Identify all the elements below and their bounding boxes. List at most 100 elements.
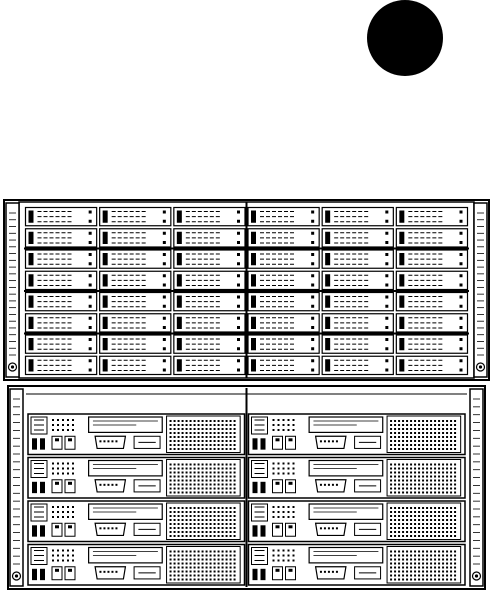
drive-latch xyxy=(251,253,256,265)
usb-port-icon xyxy=(261,482,266,493)
vga-port-icon xyxy=(316,523,346,535)
drive-bay xyxy=(174,208,245,226)
usb-port-icon xyxy=(253,438,258,449)
drive-latch xyxy=(177,296,182,308)
drive-latch xyxy=(325,338,330,350)
drive-bay xyxy=(396,271,467,289)
drive-latch xyxy=(103,253,108,265)
drive-led-icon xyxy=(237,211,240,214)
lan-port-icon xyxy=(286,436,296,449)
drive-latch xyxy=(103,317,108,329)
drive-led-icon xyxy=(385,220,388,223)
vga-port-icon xyxy=(95,567,125,579)
drive-bay xyxy=(396,229,467,247)
drive-led-icon xyxy=(237,338,240,341)
usb-port-icon xyxy=(32,438,37,449)
drive-led-icon xyxy=(89,211,92,214)
lan-port-icon xyxy=(273,480,283,493)
drive-bay xyxy=(248,208,319,226)
drive-latch xyxy=(399,359,404,371)
drive-led-icon xyxy=(237,232,240,235)
drive-led-icon xyxy=(311,241,314,244)
drive-latch xyxy=(177,232,182,244)
drive-led-icon xyxy=(163,241,166,244)
usb-port-icon xyxy=(32,525,37,536)
drive-latch xyxy=(325,232,330,244)
drive-latch xyxy=(399,232,404,244)
drive-bay xyxy=(396,250,467,268)
drive-latch xyxy=(325,274,330,286)
drive-latch xyxy=(399,253,404,265)
lan-port-icon xyxy=(52,436,62,449)
vga-port-icon xyxy=(316,567,346,579)
drive-bay xyxy=(100,208,171,226)
drive-led-icon xyxy=(89,262,92,265)
drive-latch xyxy=(177,211,182,223)
usb-port-icon xyxy=(32,569,37,580)
drive-bay xyxy=(26,250,97,268)
drive-led-icon xyxy=(460,296,463,299)
drive-led-icon xyxy=(385,274,388,277)
drive-led-icon xyxy=(311,326,314,329)
lan-port-icon xyxy=(52,567,62,580)
drive-led-icon xyxy=(385,284,388,287)
drive-led-icon xyxy=(460,369,463,372)
drive-bay xyxy=(174,271,245,289)
drive-bay xyxy=(26,208,97,226)
usb-port-icon xyxy=(261,525,266,536)
lan-port-icon xyxy=(65,567,75,580)
black-circle-marker xyxy=(367,0,443,76)
drive-bay xyxy=(396,208,467,226)
left-rack-handle xyxy=(10,389,23,586)
drive-led-icon xyxy=(460,232,463,235)
drive-latch xyxy=(177,253,182,265)
drive-bay xyxy=(26,271,97,289)
drive-led-icon xyxy=(311,253,314,256)
vga-port-icon xyxy=(316,436,346,448)
drive-led-icon xyxy=(163,232,166,235)
drive-led-icon xyxy=(163,274,166,277)
drive-bay xyxy=(322,356,393,374)
drive-led-icon xyxy=(89,305,92,308)
drive-led-icon xyxy=(311,305,314,308)
server-node xyxy=(249,414,466,455)
drive-latch xyxy=(103,232,108,244)
drive-bay xyxy=(248,314,319,332)
drive-led-icon xyxy=(311,317,314,320)
drive-led-icon xyxy=(89,347,92,350)
drive-led-icon xyxy=(89,220,92,223)
drive-led-icon xyxy=(385,338,388,341)
drive-led-icon xyxy=(237,253,240,256)
drive-latch xyxy=(177,338,182,350)
drive-led-icon xyxy=(163,253,166,256)
drive-led-icon xyxy=(163,220,166,223)
drive-led-icon xyxy=(237,241,240,244)
drive-led-icon xyxy=(237,317,240,320)
drive-led-icon xyxy=(237,274,240,277)
drive-led-icon xyxy=(460,220,463,223)
lan-port-icon xyxy=(286,523,296,536)
drive-latch xyxy=(251,274,256,286)
drive-led-icon xyxy=(163,262,166,265)
drive-bay xyxy=(174,356,245,374)
drive-led-icon xyxy=(163,326,166,329)
drive-latch xyxy=(399,296,404,308)
drive-led-icon xyxy=(460,253,463,256)
drive-bay xyxy=(248,293,319,311)
lan-port-icon xyxy=(273,436,283,449)
drive-bay xyxy=(322,314,393,332)
drive-led-icon xyxy=(385,211,388,214)
drive-bay xyxy=(322,335,393,353)
drive-bay xyxy=(100,335,171,353)
drive-led-icon xyxy=(163,369,166,372)
drive-bay xyxy=(396,335,467,353)
usb-port-icon xyxy=(40,482,45,493)
drive-led-icon xyxy=(385,232,388,235)
drive-led-icon xyxy=(460,359,463,362)
usb-port-icon xyxy=(261,438,266,449)
drive-led-icon xyxy=(163,284,166,287)
drive-latch xyxy=(251,359,256,371)
drive-led-icon xyxy=(237,347,240,350)
drive-led-icon xyxy=(163,347,166,350)
drive-latch xyxy=(325,253,330,265)
